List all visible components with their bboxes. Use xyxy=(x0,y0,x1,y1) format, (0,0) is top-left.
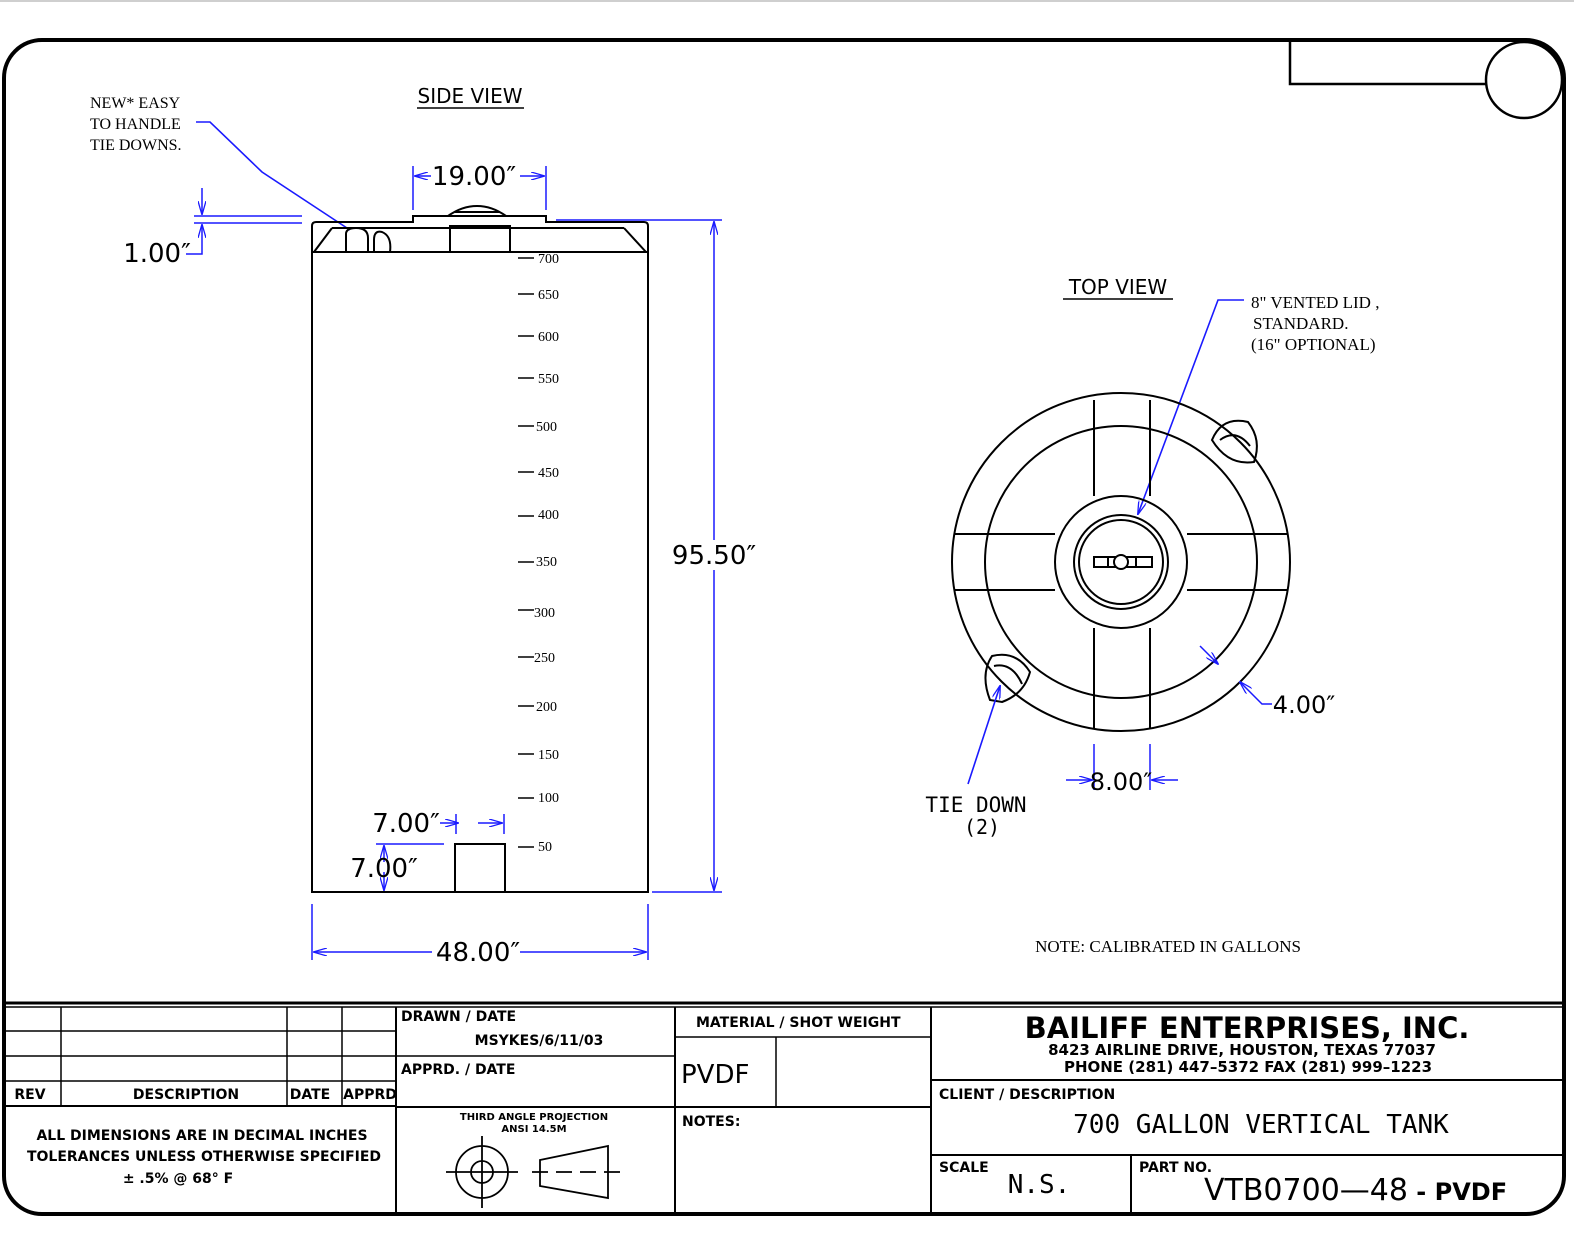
third-angle-projection-symbol xyxy=(446,1136,624,1208)
projection-label-1: THIRD ANGLE PROJECTION xyxy=(460,1112,608,1123)
dim-fitting-offset-label: 7.00″ xyxy=(372,809,440,839)
title-block xyxy=(6,1001,1562,1214)
calibration-mark: 50 xyxy=(518,840,552,855)
lid-callout-line-3: (16" OPTIONAL) xyxy=(1251,335,1376,354)
calibration-mark: 250 xyxy=(518,651,555,666)
calibration-label: 300 xyxy=(534,606,555,621)
tolerance-note: ± .5% @ 68° F xyxy=(123,1171,233,1187)
calibration-label: 150 xyxy=(538,748,559,763)
top-view-title: TOP VIEW xyxy=(1068,275,1168,299)
dim-channel xyxy=(1066,744,1178,790)
dim-fitting-height-label: 7.00″ xyxy=(350,854,418,884)
tiedown-callout-line-3: TIE DOWNS. xyxy=(90,137,182,154)
calibration-mark: 700 xyxy=(518,252,559,267)
projection-label-2: ANSI 14.5M xyxy=(501,1124,566,1135)
calibration-mark: 150 xyxy=(518,748,559,763)
sheet-border xyxy=(2,38,1566,1216)
tiedown-callout-top: TIE DOWN (2) xyxy=(925,793,1026,839)
drawn-date-value: MSYKES/6/11/03 xyxy=(475,1033,604,1049)
calibration-mark: 650 xyxy=(518,288,559,303)
lid-callout: 8" VENTED LID , STANDARD. (16" OPTIONAL) xyxy=(1251,293,1379,354)
tank-top xyxy=(951,392,1291,732)
calibration-mark: 350 xyxy=(518,555,557,570)
dim-fitting-height xyxy=(376,843,444,890)
scale-label: SCALE xyxy=(939,1160,989,1176)
part-suffix: - PVDF xyxy=(1408,1178,1507,1206)
calibration-label: 200 xyxy=(536,700,557,715)
tiedown-top-line-1: TIE DOWN xyxy=(925,793,1026,817)
calibration-label: 600 xyxy=(538,330,559,345)
part-value: VTB0700—48 xyxy=(1204,1173,1408,1208)
description-header: DESCRIPTION xyxy=(133,1087,239,1103)
calibration-mark: 100 xyxy=(518,791,559,806)
part-number: VTB0700—48 - PVDF xyxy=(1204,1173,1507,1208)
calibration-marks: 700 650 600 550 500 450 400 350 300 250 … xyxy=(518,252,559,855)
apprd-header: APPRD xyxy=(343,1087,397,1103)
calibration-note: NOTE: CALIBRATED IN GALLONS xyxy=(1035,937,1301,956)
company-address: 8423 AIRLINE DRIVE, HOUSTON, TEXAS 77037 xyxy=(1048,1041,1436,1059)
dim-fitting-offset xyxy=(440,814,505,834)
tank-body xyxy=(311,204,649,893)
tiedown-callout-leader xyxy=(196,121,351,231)
client-value: 700 GALLON VERTICAL TANK xyxy=(1073,1110,1449,1140)
tiedown-callout-line-2: TO HANDLE xyxy=(90,116,181,133)
lid-callout-leader xyxy=(1138,299,1244,514)
calibration-mark: 400 xyxy=(518,508,559,523)
side-view: SIDE VIEW NEW* EASY TO HANDLE TIE DOWNS. xyxy=(90,84,756,968)
calibration-label: 700 xyxy=(538,252,559,267)
company-name: BAILIFF ENTERPRISES, INC. xyxy=(1025,1011,1470,1045)
part-label: PART NO. xyxy=(1139,1160,1212,1176)
dim-lid-width xyxy=(412,166,547,210)
top-view: TOP VIEW 8" VENTED LID , STANDARD. (16" … xyxy=(925,275,1379,839)
calibration-label: 50 xyxy=(538,840,552,855)
company-phone: PHONE (281) 447–5372 FAX (281) 999–1223 xyxy=(1064,1058,1432,1076)
dim-lid-width-label: 19.00″ xyxy=(432,162,516,192)
calibration-mark: 300 xyxy=(518,606,555,621)
calibration-mark: 200 xyxy=(518,700,557,715)
dim-diameter xyxy=(311,904,649,960)
scale-value: N.S. xyxy=(1008,1170,1071,1200)
side-view-title: SIDE VIEW xyxy=(418,84,523,108)
calibration-label: 100 xyxy=(538,791,559,806)
calibration-mark: 600 xyxy=(518,330,559,345)
dim-diameter-label: 48.00″ xyxy=(436,938,520,968)
dimensions-note-1: ALL DIMENSIONS ARE IN DECIMAL INCHES xyxy=(36,1128,367,1144)
dim-channel-label: 8.00″ xyxy=(1090,768,1152,796)
tiedown-top-line-2: (2) xyxy=(964,815,1000,839)
drawn-date-label: DRAWN / DATE xyxy=(401,1009,516,1025)
material-label: MATERIAL / SHOT WEIGHT xyxy=(696,1015,901,1031)
calibration-label: 500 xyxy=(536,420,557,435)
calibration-label: 450 xyxy=(538,466,559,481)
tiedown-callout: NEW* EASY TO HANDLE TIE DOWNS. xyxy=(90,95,182,154)
calibration-label: 650 xyxy=(538,288,559,303)
calibration-label: 250 xyxy=(534,651,555,666)
dim-top-step xyxy=(186,188,302,255)
calibration-mark: 500 xyxy=(518,420,557,435)
date-header: DATE xyxy=(290,1087,330,1103)
calibration-label: 550 xyxy=(538,372,559,387)
lid-callout-line-1: 8" VENTED LID , xyxy=(1251,293,1379,312)
calibration-label: 350 xyxy=(536,555,557,570)
dim-rib-label: 4.00″ xyxy=(1273,691,1335,719)
dim-height xyxy=(556,219,722,893)
client-label: CLIENT / DESCRIPTION xyxy=(939,1087,1115,1103)
tiedown-top-leader xyxy=(967,686,1000,785)
tiedown-callout-line-1: NEW* EASY xyxy=(90,95,181,112)
calibration-label: 400 xyxy=(538,508,559,523)
calibration-mark: 450 xyxy=(518,466,559,481)
rev-header: REV xyxy=(14,1087,45,1103)
dim-height-label: 95.50″ xyxy=(672,541,756,571)
dimensions-note-2: TOLERANCES UNLESS OTHERWISE SPECIFIED xyxy=(27,1149,381,1165)
material-value: PVDF xyxy=(681,1060,749,1090)
dim-rib xyxy=(1199,645,1272,705)
dim-top-step-label: 1.00″ xyxy=(123,239,191,269)
lid-callout-line-2: STANDARD. xyxy=(1253,314,1348,333)
apprd-date-label: APPRD. / DATE xyxy=(401,1062,515,1078)
revision-tag xyxy=(1288,40,1564,120)
notes-label: NOTES: xyxy=(682,1114,740,1130)
calibration-mark: 550 xyxy=(518,372,559,387)
